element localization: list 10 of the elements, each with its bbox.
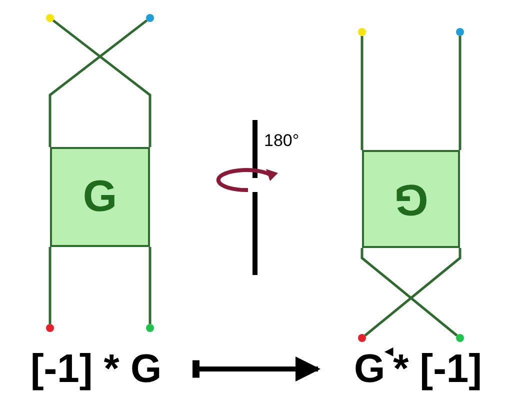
strand-line — [48, 247, 52, 324]
generator-box: G — [50, 147, 150, 247]
formula-text: G$^{◂}$* [-1] — [330, 342, 506, 396]
strand-line — [458, 36, 462, 150]
generator-box: G — [362, 150, 460, 248]
strand-line — [360, 36, 364, 150]
angle-label: 180° — [264, 132, 300, 149]
maps-to-arrow — [192, 356, 320, 382]
formula-text: [-1] * G — [8, 342, 184, 396]
strand-line — [148, 247, 152, 324]
